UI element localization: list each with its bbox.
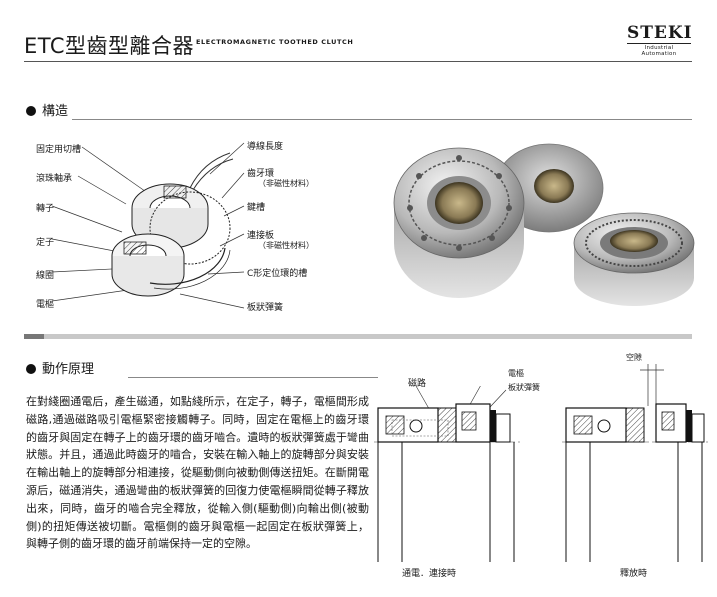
- structure-heading-text: 構造: [42, 104, 69, 119]
- caption-energized: 通電．連接時: [402, 569, 457, 579]
- page-subtitle: ELECTROMAGNETIC TOOTHED CLUTCH: [196, 38, 354, 46]
- label-leaf-spring-d1: 板狀彈簧: [508, 383, 540, 392]
- label-connecting-plate-note: （非磁性材料）: [258, 241, 314, 250]
- label-leaf-spring: 板狀彈簧: [247, 303, 284, 313]
- section-divider: [24, 334, 692, 339]
- label-rotor: 轉子: [36, 204, 55, 214]
- label-keyway: 鍵槽: [247, 203, 266, 213]
- principle-heading-text: 動作原理: [42, 362, 95, 377]
- label-fixing-slot: 固定用切槽: [36, 145, 82, 155]
- label-tooth-ring-note: （非磁性材料）: [258, 179, 314, 188]
- label-tooth-ring: 齒牙環: [247, 169, 275, 179]
- clutch-unit-right: [573, 212, 695, 306]
- label-c-ring-groove: C形定位環的槽: [247, 269, 308, 279]
- label-armature: 電樞: [36, 300, 55, 310]
- bullet-icon: [26, 106, 36, 116]
- clutch-cutaway-illustration: [51, 142, 245, 309]
- brand-logo: STEKI Industrial Automation: [627, 23, 693, 57]
- label-coil: 線圈: [36, 271, 55, 281]
- label-ball-bearing: 滾珠軸承: [36, 174, 73, 184]
- logo-tagline: Industrial Automation: [627, 43, 691, 57]
- structure-heading: 構造: [26, 100, 68, 119]
- header-rule: [24, 61, 692, 62]
- label-connecting-plate: 連接板: [247, 231, 275, 241]
- label-gap: 空隙: [626, 353, 642, 362]
- clutch-unit-left: [393, 147, 525, 298]
- caption-released: 釋放時: [620, 569, 648, 579]
- energized-section-diagram: [374, 386, 520, 562]
- released-section-diagram: [562, 364, 708, 562]
- logo-text: STEKI: [627, 23, 693, 43]
- label-magnetic-path: 磁路: [408, 379, 427, 389]
- page-title: ETC型齒型離合器: [24, 34, 195, 58]
- label-stator: 定子: [36, 238, 55, 248]
- label-armature-d1: 電樞: [508, 369, 524, 378]
- clutch-product-photo: [393, 143, 695, 306]
- label-lead-wire-length: 導線長度: [247, 142, 284, 152]
- principle-heading: 動作原理: [26, 358, 94, 377]
- structure-heading-rule: [72, 119, 692, 120]
- principle-heading-rule: [128, 377, 378, 378]
- principle-description: 在對綫圈通電后，產生磁通，如點綫所示，在定子，轉子，電樞間形成磁路,通過磁路吸引…: [26, 395, 369, 551]
- bullet-icon: [26, 364, 36, 374]
